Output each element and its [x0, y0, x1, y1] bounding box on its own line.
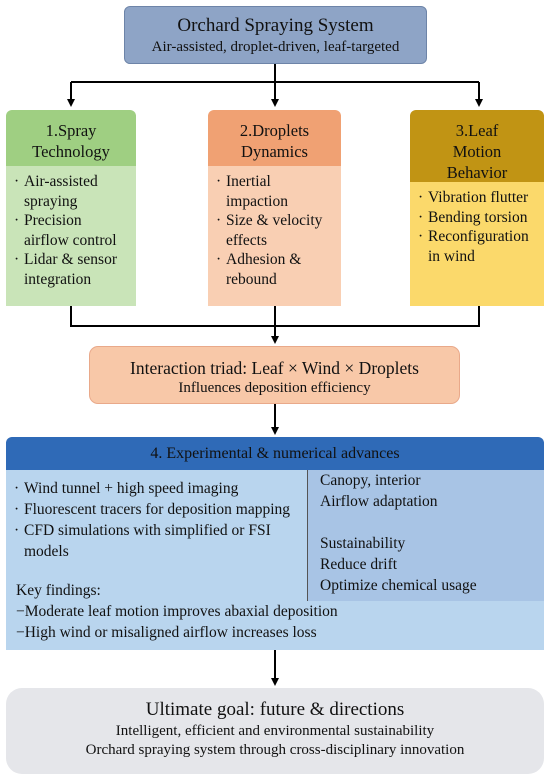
list-item: Lidar & sensor integration: [12, 250, 130, 289]
goal-title: Ultimate goal: future & directions: [145, 699, 405, 720]
key-findings: Key findings: −Moderate leaf motion impr…: [6, 582, 544, 650]
droplets-dynamics-heading: 2.Droplets Dynamics: [208, 110, 341, 166]
list-item: Size & velocity effects: [214, 211, 335, 250]
findings-label: Key findings:: [16, 582, 101, 599]
section4-outcomes: Canopy, interior Airflow adaptation Sust…: [307, 470, 544, 601]
triad-title: Interaction triad: Leaf × Wind × Droplet…: [130, 358, 419, 378]
list-item: Bending torsion: [416, 208, 538, 228]
ultimate-goal-box: Ultimate goal: future & directions Intel…: [6, 688, 544, 774]
list-item: Vibration flutter: [416, 188, 538, 208]
section4-heading: 4. Experimental & numerical advances: [6, 437, 544, 470]
leaf-motion-heading: 3.Leaf Motion Behavior: [410, 110, 544, 182]
system-subtitle: Air-assisted, droplet-driven, leaf-targe…: [151, 39, 400, 55]
droplets-dynamics-list: Inertial impaction Size & velocity effec…: [208, 166, 341, 306]
triad-subtitle: Influences deposition efficiency: [178, 380, 371, 396]
orchard-system-box: Orchard Spraying System Air-assisted, dr…: [124, 6, 427, 64]
leaf-motion-list: Vibration flutter Bending torsion Reconf…: [410, 182, 544, 306]
list-item: CFD simulations with simplified or FSI m…: [12, 520, 307, 562]
system-title: Orchard Spraying System: [177, 15, 374, 36]
spray-technology-list: Air-assisted spraying Precision airflow …: [6, 166, 136, 306]
interaction-triad-box: Interaction triad: Leaf × Wind × Droplet…: [89, 346, 460, 404]
goal-line-1: Intelligent, efficient and environmental…: [115, 723, 435, 739]
finding-item: −High wind or misaligned airflow increas…: [16, 624, 317, 641]
list-item: Inertial impaction: [214, 172, 335, 211]
spray-technology-heading: 1.Spray Technology: [6, 110, 136, 166]
finding-item: −Moderate leaf motion improves abaxial d…: [16, 603, 338, 620]
list-item: Air-assisted spraying: [12, 172, 130, 211]
list-item: Reconfiguration in wind: [416, 227, 538, 266]
section4-methods: Wind tunnel + high speed imaging Fluores…: [6, 470, 307, 601]
goal-line-2: Orchard spraying system through cross-di…: [85, 742, 465, 758]
list-item: Fluorescent tracers for deposition mappi…: [12, 499, 307, 520]
list-item: Precision airflow control: [12, 211, 130, 250]
list-item: Wind tunnel + high speed imaging: [12, 478, 307, 499]
list-item: Adhesion & rebound: [214, 250, 335, 289]
